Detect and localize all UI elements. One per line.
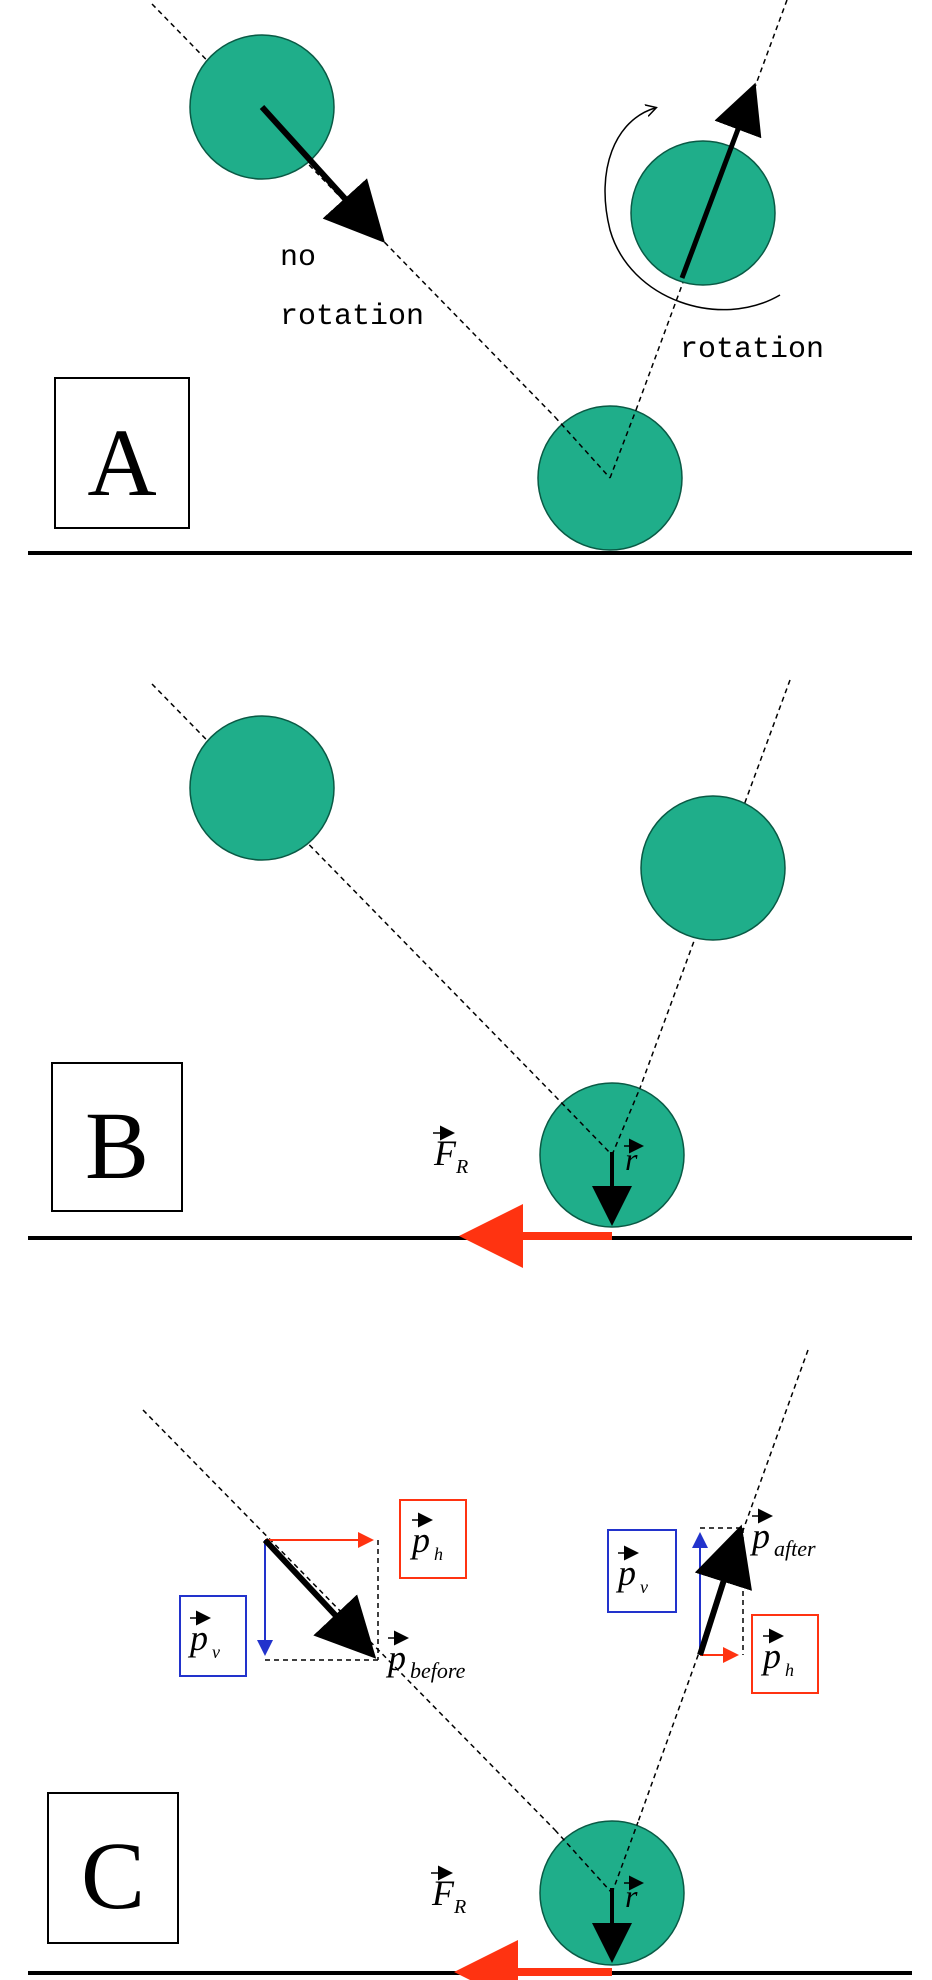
svg-text:p: p xyxy=(749,1516,770,1556)
incoming-trajectory-c xyxy=(142,1409,556,1831)
p-before-label: p before xyxy=(385,1630,466,1683)
p-after-label: p after xyxy=(749,1508,816,1561)
impact-dash-out-b xyxy=(611,1087,641,1156)
incoming-ball-b xyxy=(189,715,335,861)
p-v-left-label: p v xyxy=(187,1610,220,1662)
outgoing-ball-b xyxy=(640,795,786,941)
panel-b: F R r B xyxy=(28,679,912,1268)
svg-text:before: before xyxy=(410,1658,466,1683)
svg-text:after: after xyxy=(774,1536,816,1561)
svg-text:F: F xyxy=(433,1133,457,1173)
panel-c: p h p v p before p v p after p xyxy=(28,1349,912,1980)
radius-label-b: r xyxy=(624,1138,644,1177)
rotation-arc-icon xyxy=(604,108,781,311)
p-v-right-label: p v xyxy=(615,1545,648,1597)
velocity-arrow-out-a xyxy=(679,82,762,279)
p-v-left-box xyxy=(179,1595,247,1677)
radius-label-c: r xyxy=(624,1875,644,1914)
svg-text:v: v xyxy=(640,1577,648,1597)
svg-text:p: p xyxy=(187,1618,208,1658)
panel-letter-box-b xyxy=(51,1062,183,1212)
p-h-left-box xyxy=(399,1499,467,1579)
panel-a: no rotation rotation A xyxy=(28,0,912,555)
svg-text:F: F xyxy=(431,1873,455,1913)
velocity-arrow-in-a xyxy=(259,104,386,243)
panel-letter-box-a xyxy=(54,377,190,529)
panel-letter-a: A xyxy=(87,409,156,516)
svg-text:R: R xyxy=(453,1896,466,1918)
panel-letter-box-c xyxy=(47,1792,179,1944)
svg-text:p: p xyxy=(385,1638,406,1678)
outgoing-trajectory-c xyxy=(637,1349,809,1823)
impact-dash-in-a xyxy=(554,416,611,479)
outgoing-ball-a xyxy=(630,140,776,286)
svg-text:h: h xyxy=(785,1660,794,1680)
svg-text:R: R xyxy=(455,1156,468,1178)
svg-text:p: p xyxy=(615,1553,636,1593)
impact-dash-out-c xyxy=(611,1821,639,1894)
svg-text:h: h xyxy=(434,1544,443,1564)
impact-dash-in-b xyxy=(554,1095,613,1156)
label-no: no xyxy=(280,241,316,275)
incoming-trajectory-b xyxy=(151,683,556,1097)
p-v-right-box xyxy=(607,1529,677,1613)
p-before-arrow xyxy=(262,1537,377,1659)
panel-letter-c: C xyxy=(81,1822,145,1929)
p-h-right-box xyxy=(751,1614,819,1694)
svg-text:v: v xyxy=(212,1642,220,1662)
p-h-left-label: p h xyxy=(409,1512,443,1564)
svg-text:p: p xyxy=(760,1636,781,1676)
force-label-c: F R xyxy=(431,1865,466,1918)
impact-dash-out-a xyxy=(609,409,637,479)
panel-letter-b: B xyxy=(85,1092,149,1199)
p-h-right-label: p h xyxy=(760,1628,794,1680)
label-no-rotation: rotation xyxy=(280,300,424,334)
force-label-b: F R xyxy=(433,1125,468,1178)
svg-text:p: p xyxy=(409,1520,430,1560)
p-after-arrow xyxy=(694,1524,752,1656)
label-rotation: rotation xyxy=(680,333,824,367)
